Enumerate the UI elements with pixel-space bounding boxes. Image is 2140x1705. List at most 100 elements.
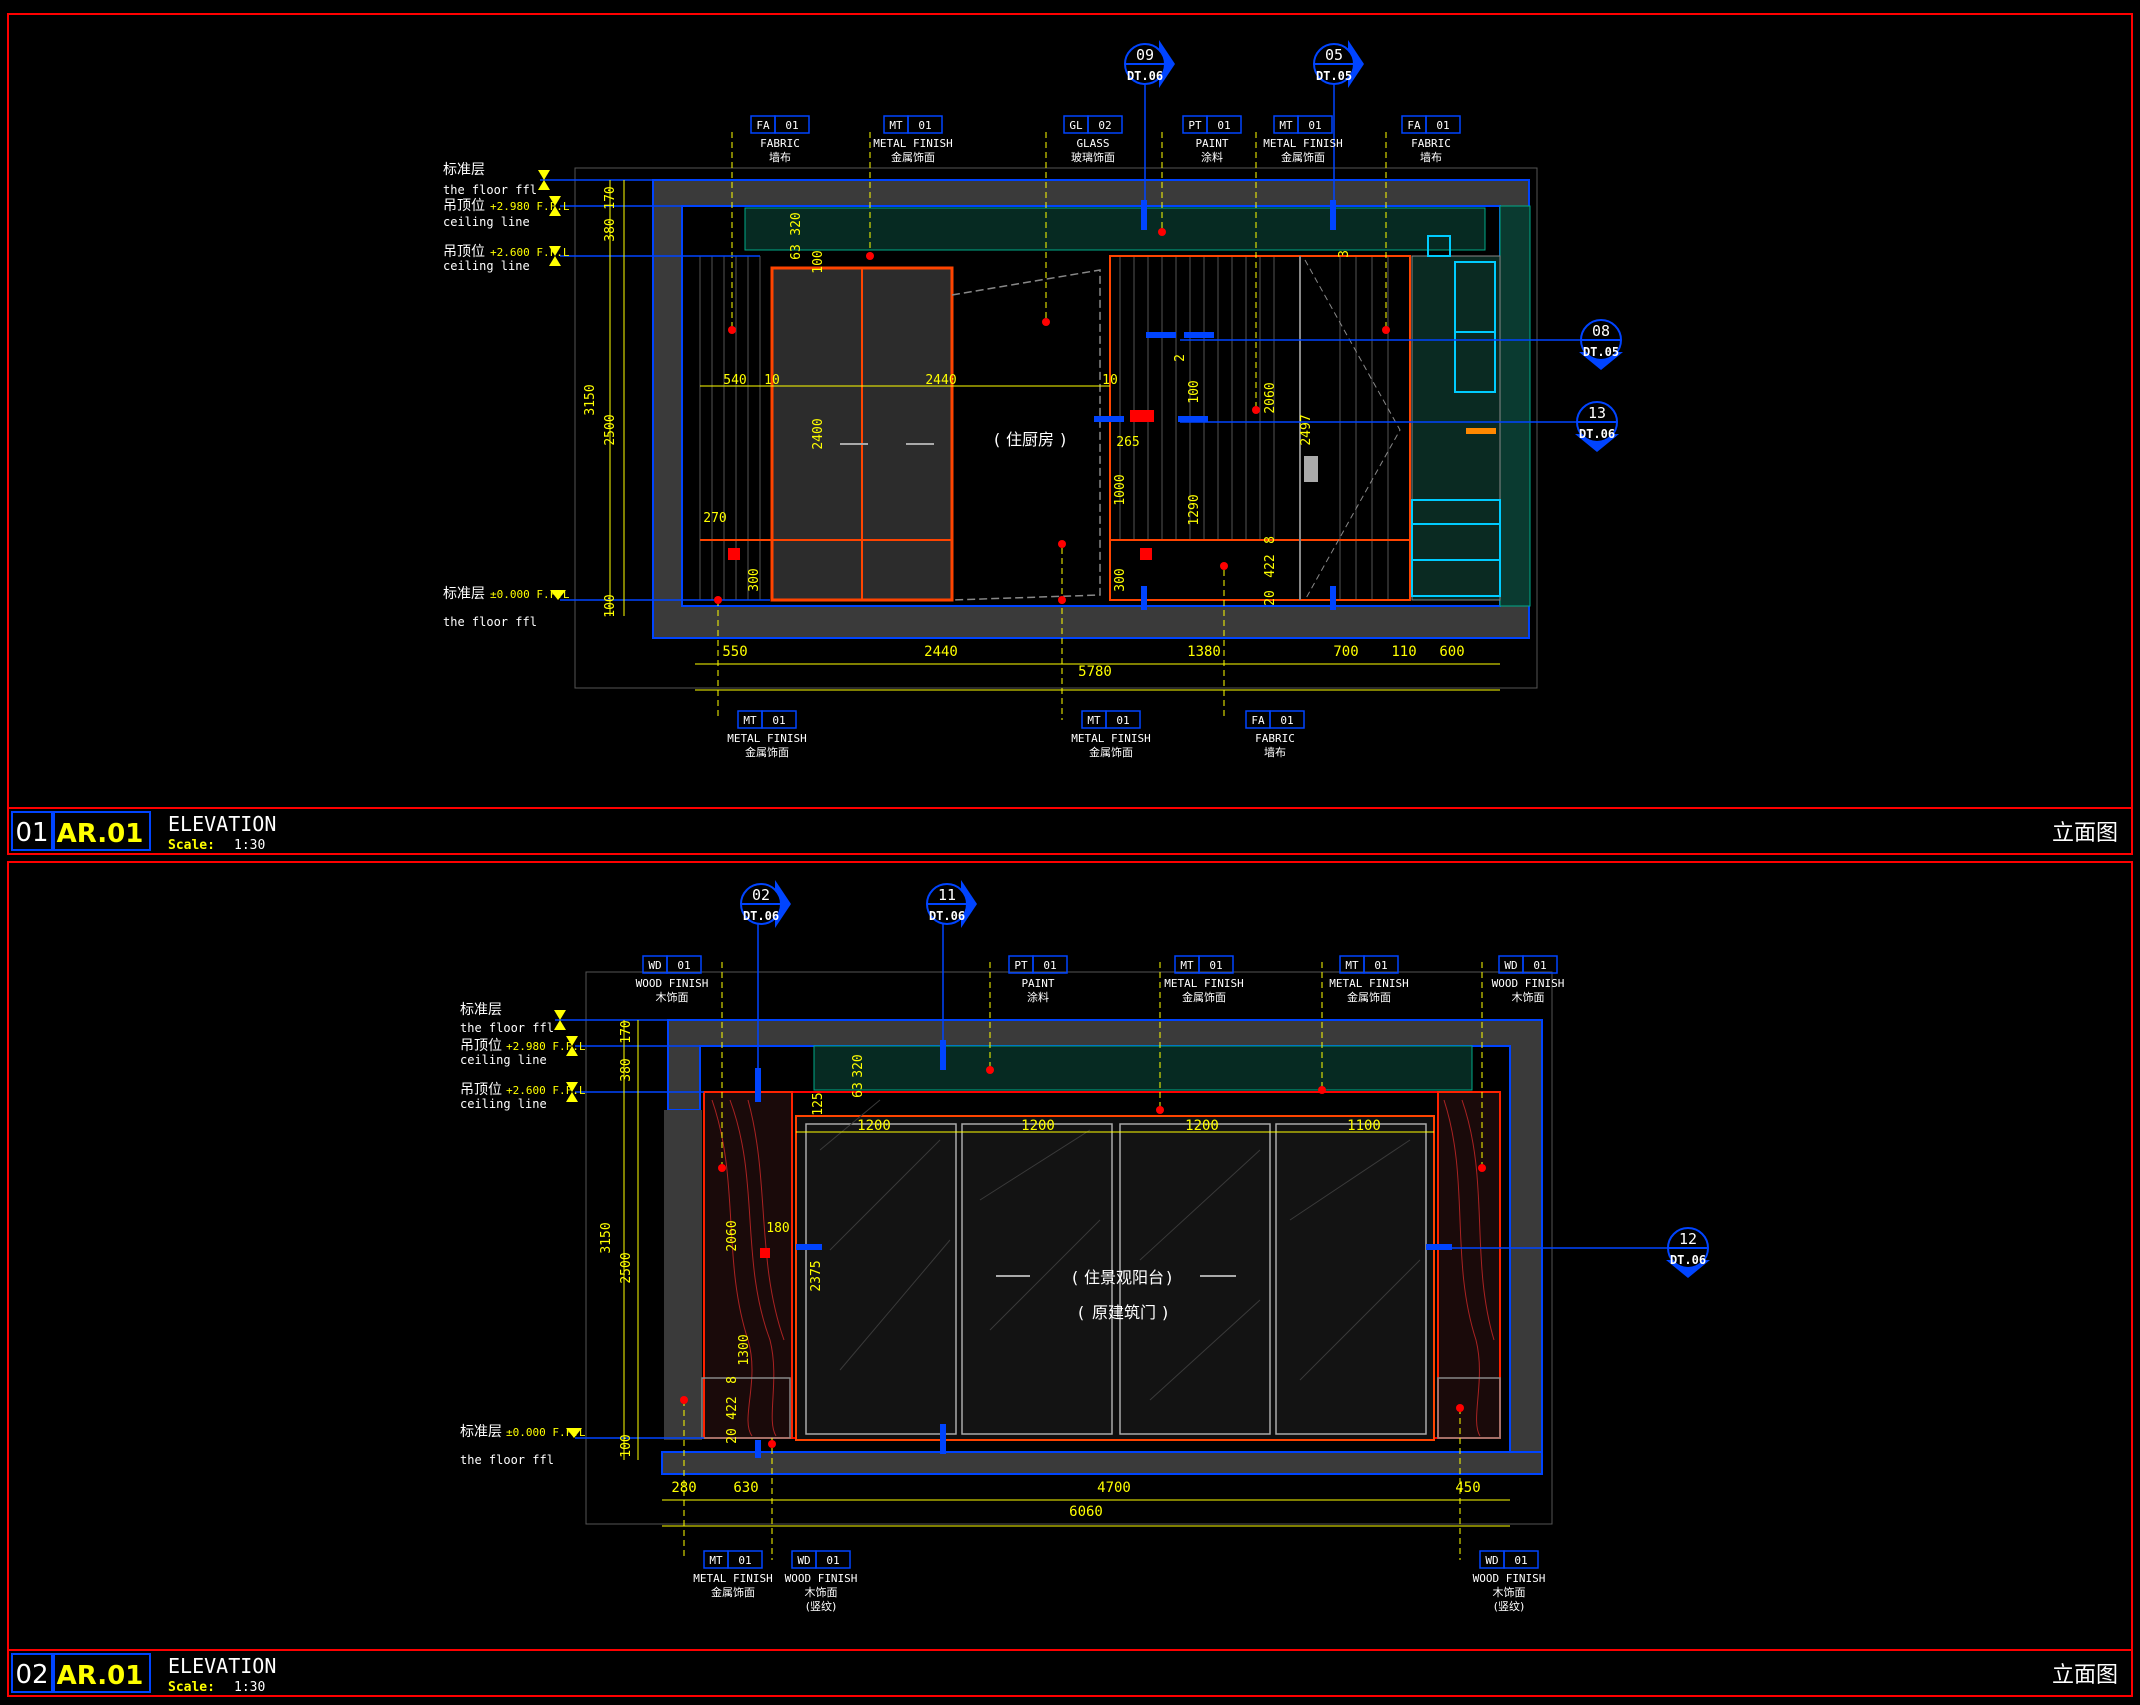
p2-level-1-value: +2.980 F.F.L (506, 1040, 586, 1053)
p2-level-0-cn: 标准层 (460, 1002, 502, 1018)
svg-text:METAL FINISH: METAL FINISH (693, 1572, 772, 1585)
level-1-cn: 吊顶位 (443, 198, 485, 214)
material-tag: MT 01 METAL FINISH 金属饰面 (693, 1550, 773, 1599)
p2-level-2-value: +2.600 F.F.L (506, 1084, 586, 1097)
level-1-value: +2.980 F.F.L (490, 200, 570, 213)
panel-02-dims-bottom: 280 630 4700 450 6060 (671, 1480, 1480, 1520)
svg-text:700: 700 (1333, 644, 1358, 660)
material-tag: WD 01 WOOD FINISH 木饰面 (竖纹) (1473, 1550, 1545, 1613)
svg-text:METAL FINISH: METAL FINISH (1263, 137, 1342, 150)
material-tag: FA 01 FABRIC 墙布 (1401, 115, 1461, 164)
svg-text:01: 01 (1436, 119, 1449, 132)
svg-text:01: 01 (1374, 959, 1387, 972)
svg-text:木饰面: 木饰面 (1512, 990, 1545, 1004)
p2-level-1-cn: 吊顶位 (460, 1038, 502, 1054)
level-2-cn: 吊顶位 (443, 244, 485, 260)
svg-text:63: 63 (851, 1082, 866, 1098)
svg-text:2440: 2440 (924, 644, 958, 660)
svg-text:380: 380 (619, 1058, 634, 1081)
svg-text:01: 01 (677, 959, 690, 972)
panel-01-sheet-box (53, 811, 151, 851)
material-tag: GL 02 GLASS 玻璃饰面 (1063, 115, 1123, 164)
detail-marker: 13 DT.06 (1575, 401, 1619, 452)
svg-text:金属饰面: 金属饰面 (1182, 990, 1226, 1004)
svg-text:1200: 1200 (857, 1118, 891, 1134)
svg-text:11: 11 (938, 886, 956, 904)
p2-level-3-en: the floor ffl (460, 1453, 554, 1467)
material-tag: MT 01 METAL FINISH 金属饰面 (1329, 955, 1409, 1004)
detail-marker: 02 DT.06 (740, 880, 791, 928)
panel-02-title: ELEVATION (168, 1654, 276, 1678)
svg-text:422: 422 (1263, 554, 1278, 577)
svg-text:木饰面: 木饰面 (656, 990, 689, 1004)
svg-text:PAINT: PAINT (1021, 977, 1054, 990)
panel-01-scale-label: Scale: (168, 838, 215, 853)
level-2-value: +2.600 F.F.L (490, 246, 570, 259)
svg-text:265: 265 (1116, 435, 1139, 450)
svg-text:1200: 1200 (1021, 1118, 1055, 1134)
panel-01-sheet: AR.01 (57, 819, 144, 849)
glass-door (951, 269, 1101, 601)
panel-02: 02 AR.01 ELEVATION Scale: 1:30 立面图 (7, 880, 2133, 1697)
svg-text:1000: 1000 (1113, 474, 1128, 505)
material-tag: PT 01 PAINT 涂料 (1008, 955, 1068, 1004)
svg-text:01: 01 (918, 119, 931, 132)
svg-text:MT: MT (1345, 959, 1359, 972)
ceiling-band-2 (813, 1045, 1473, 1091)
material-tag: MT 01 METAL FINISH 金属饰面 (873, 115, 953, 164)
panel-02-sheet-box (53, 1653, 151, 1693)
right-cabinet (1109, 255, 1411, 601)
svg-text:600: 600 (1439, 644, 1464, 660)
svg-text:300: 300 (1113, 568, 1128, 591)
p2-level-1-en: ceiling line (460, 1053, 547, 1067)
level-3-value: ±0.000 F.F.L (490, 588, 570, 601)
svg-text:GLASS: GLASS (1076, 137, 1109, 150)
material-tag: WD 01 WOOD FINISH 木饰面 (1492, 955, 1565, 1004)
panel-01-scale-value: 1:30 (234, 838, 265, 853)
level-0-cn: 标准层 (443, 162, 485, 178)
svg-text:FABRIC: FABRIC (1411, 137, 1451, 150)
svg-text:180: 180 (766, 1221, 789, 1236)
panel-02-titlebar (7, 1649, 2133, 1697)
svg-text:1100: 1100 (1347, 1118, 1381, 1134)
svg-text:13: 13 (1588, 404, 1606, 422)
ceiling-band (744, 207, 1486, 251)
svg-text:01: 01 (1116, 714, 1129, 727)
detail-marker: 08 DT.05 (1579, 319, 1623, 370)
svg-text:280: 280 (671, 1480, 696, 1496)
svg-text:METAL FINISH: METAL FINISH (1329, 977, 1408, 990)
panel-02-id: 02 (15, 1660, 48, 1690)
room-label-bracket-right: ) (1060, 430, 1066, 449)
svg-text:1300: 1300 (737, 1334, 752, 1365)
level-3-en: the floor ffl (443, 615, 537, 629)
svg-text:METAL FINISH: METAL FINISH (1071, 732, 1150, 745)
svg-text:墙布: 墙布 (1420, 150, 1442, 164)
panel-02-levels: 标准层 the floor ffl 吊顶位 +2.980 F.F.L ceili… (460, 1002, 586, 1467)
svg-text:100: 100 (619, 1434, 634, 1457)
svg-text:100: 100 (603, 594, 618, 617)
svg-text:WOOD FINISH: WOOD FINISH (1492, 977, 1565, 990)
room-label-2-bracket-right: ) (1162, 1303, 1168, 1322)
svg-text:木饰面: 木饰面 (805, 1585, 838, 1599)
panel-01-detail-markers: 09 DT.06 05 DT.05 08 DT.05 13 DT.06 (1124, 40, 1623, 452)
svg-text:MT: MT (709, 1554, 723, 1567)
svg-text:WD: WD (797, 1554, 810, 1567)
svg-text:2060: 2060 (1263, 382, 1278, 413)
svg-text:WOOD FINISH: WOOD FINISH (636, 977, 709, 990)
svg-text:MT: MT (743, 714, 757, 727)
panel-02-scale-value: 1:30 (234, 1680, 265, 1695)
svg-text:3150: 3150 (583, 384, 598, 415)
svg-text:100: 100 (811, 250, 826, 273)
svg-text:2060: 2060 (725, 1220, 740, 1251)
svg-text:DT.06: DT.06 (743, 909, 779, 923)
svg-text:170: 170 (603, 186, 618, 209)
material-tag: MT 01 METAL FINISH 金属饰面 (1071, 710, 1151, 759)
svg-text:金属饰面: 金属饰面 (891, 150, 935, 164)
p2-level-0-en: the floor ffl (460, 1021, 554, 1035)
svg-text:DT.06: DT.06 (1127, 69, 1163, 83)
svg-text:FA: FA (756, 119, 770, 132)
svg-text:2500: 2500 (619, 1252, 634, 1283)
panel-02-dims-left: 170 380 3150 2500 100 (599, 1020, 634, 1457)
svg-text:05: 05 (1325, 46, 1343, 64)
panel-02-scale-label: Scale: (168, 1680, 215, 1695)
